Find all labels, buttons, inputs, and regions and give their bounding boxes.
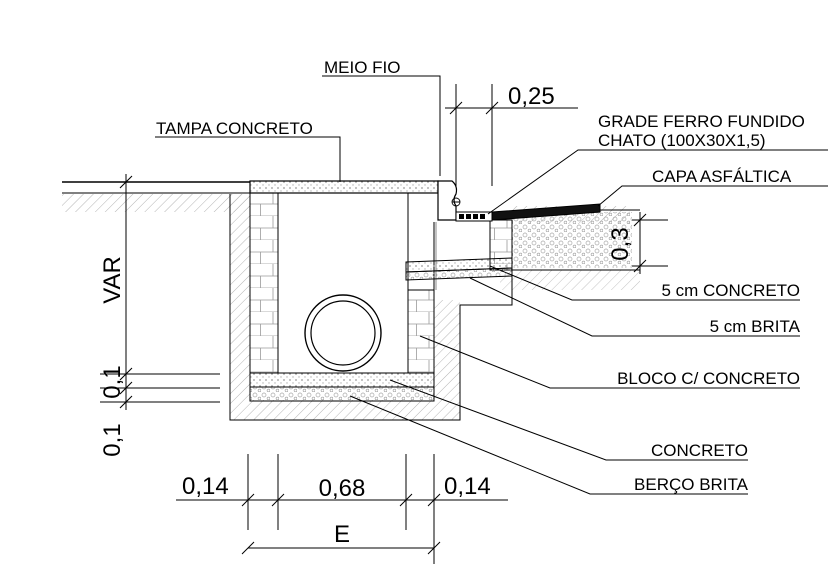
label-tampa-concreto: TAMPA CONCRETO <box>156 119 313 138</box>
dim-top-width: 0,25 <box>508 83 555 110</box>
dim-inner-width: 0,68 <box>319 475 366 502</box>
label-5cm-concreto: 5 cm CONCRETO <box>661 281 800 300</box>
concrete-cover <box>249 180 439 194</box>
curb <box>437 180 458 221</box>
dim-right-height: 0,3 <box>607 227 634 260</box>
label-grade-line1: GRADE FERRO FUNDIDO <box>598 112 805 131</box>
label-bloco-concreto: BLOCO C/ CONCRETO <box>617 369 800 388</box>
inlet-slab <box>405 257 513 281</box>
asphalt-layer <box>491 203 601 221</box>
gravel-bedding <box>249 386 435 402</box>
label-concreto: CONCRETO <box>651 441 748 460</box>
label-berco-brita: BERÇO BRITA <box>634 475 749 494</box>
label-grade-line2: CHATO (100X30X1,5) <box>598 131 766 150</box>
left-block-wall <box>249 192 279 374</box>
dimension-lines <box>100 84 668 564</box>
dim-wall-right: 0,14 <box>444 473 491 500</box>
dim-var-height: VAR <box>99 256 126 304</box>
cast-iron-grate <box>455 211 493 222</box>
leader-lines <box>155 75 828 495</box>
dim-layer-lower: 0,1 <box>99 423 126 456</box>
subgrade-gravel <box>512 212 632 268</box>
label-5cm-brita: 5 cm BRITA <box>710 317 801 336</box>
dim-wall-left: 0,14 <box>182 473 229 500</box>
dim-layer-upper: 0,1 <box>99 365 126 398</box>
label-capa-asfaltica: CAPA ASFÁLTICA <box>652 167 792 186</box>
label-meio-fio: MEIO FIO <box>324 58 401 77</box>
pipe <box>304 294 382 372</box>
right-block-wall <box>407 289 435 374</box>
concrete-base <box>249 372 435 388</box>
dim-total-width: E <box>334 521 350 548</box>
